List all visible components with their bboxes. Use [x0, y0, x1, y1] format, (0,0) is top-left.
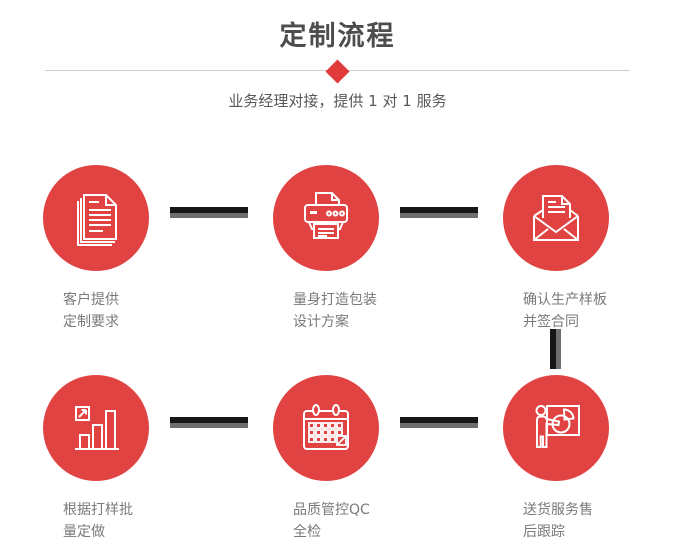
step-label-line1: 量身打造包装 [293, 292, 377, 308]
step-label: 品质管控QC 全检 [293, 499, 401, 543]
envelope-icon [526, 188, 586, 248]
diamond-icon [325, 59, 350, 84]
step-customer-requirements: 客户提供 定制要求 [21, 165, 171, 333]
presentation-icon [526, 398, 586, 458]
step-circle [43, 375, 149, 481]
bar-chart-icon [66, 398, 126, 458]
step-label: 客户提供 定制要求 [63, 289, 171, 333]
step-label-line1: 根据打样批 [63, 502, 133, 518]
step-circle [503, 375, 609, 481]
step-label-line1: 品质管控QC [293, 502, 370, 518]
connector-step1-step2 [170, 207, 248, 218]
step-label-line2: 并签合同 [523, 314, 579, 330]
step-label-line2: 全检 [293, 524, 321, 540]
step-label: 根据打样批 量定做 [63, 499, 171, 543]
step-label-line2: 量定做 [63, 524, 105, 540]
step-packaging-design: 量身打造包装 设计方案 [251, 165, 401, 333]
step-circle [273, 165, 379, 271]
connector-step4-step5 [170, 417, 248, 428]
connector-step5-step6 [400, 417, 478, 428]
connector-step3-step6 [550, 329, 561, 369]
page-subtitle: 业务经理对接，提供 1 对 1 服务 [228, 92, 447, 110]
step-circle [503, 165, 609, 271]
step-label: 确认生产样板 并签合同 [523, 289, 631, 333]
step-quality-control: 品质管控QC 全检 [251, 375, 401, 543]
step-sample-contract: 确认生产样板 并签合同 [481, 165, 631, 333]
documents-icon [66, 188, 126, 248]
step-label-line1: 送货服务售 [523, 502, 593, 518]
step-label: 量身打造包装 设计方案 [293, 289, 401, 333]
step-delivery-aftersales: 送货服务售 后跟踪 [481, 375, 631, 543]
step-label-line2: 定制要求 [63, 314, 119, 330]
connector-step2-step3 [400, 207, 478, 218]
step-circle [273, 375, 379, 481]
step-label: 送货服务售 后跟踪 [523, 499, 631, 543]
step-circle [43, 165, 149, 271]
step-batch-production: 根据打样批 量定做 [21, 375, 171, 543]
page-title: 定制流程 [279, 21, 396, 52]
printer-icon [296, 188, 356, 248]
calendar-icon [296, 398, 356, 458]
step-label-line1: 确认生产样板 [523, 292, 607, 308]
step-label-line2: 后跟踪 [523, 524, 565, 540]
step-label-line2: 设计方案 [293, 314, 349, 330]
step-label-line1: 客户提供 [63, 292, 119, 308]
